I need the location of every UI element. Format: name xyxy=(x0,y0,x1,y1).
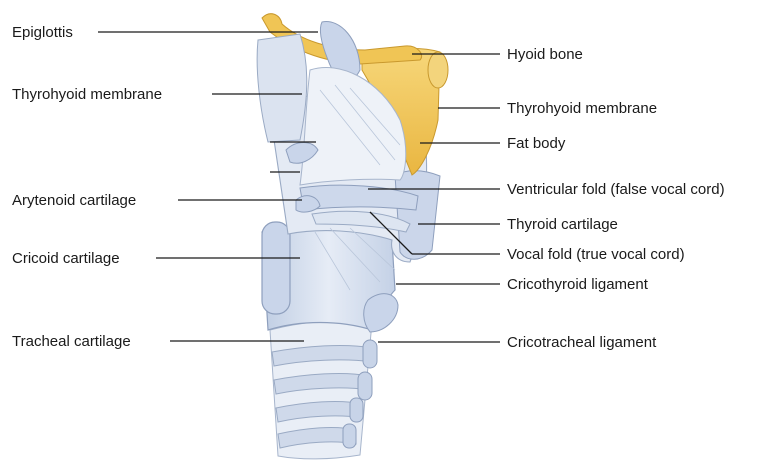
label-thyrohyoid-membrane-left: Thyrohyoid membrane xyxy=(12,86,162,104)
label-cricotracheal-ligament: Cricotracheal ligament xyxy=(507,334,656,352)
label-vocal-fold: Vocal fold (true vocal cord) xyxy=(507,246,685,264)
label-epiglottis: Epiglottis xyxy=(12,24,73,42)
label-fat-body: Fat body xyxy=(507,135,565,153)
label-cricothyroid-ligament: Cricothyroid ligament xyxy=(507,276,648,294)
label-hyoid-bone: Hyoid bone xyxy=(507,46,583,64)
label-thyroid-cartilage: Thyroid cartilage xyxy=(507,216,618,234)
label-arytenoid-cartilage: Arytenoid cartilage xyxy=(12,192,136,210)
label-thyrohyoid-membrane-right: Thyrohyoid membrane xyxy=(507,100,657,118)
label-ventricular-fold: Ventricular fold (false vocal cord) xyxy=(507,181,725,199)
label-cricoid-cartilage: Cricoid cartilage xyxy=(12,250,120,268)
cricoid-cartilage xyxy=(262,222,398,332)
label-tracheal-cartilage: Tracheal cartilage xyxy=(12,333,131,351)
